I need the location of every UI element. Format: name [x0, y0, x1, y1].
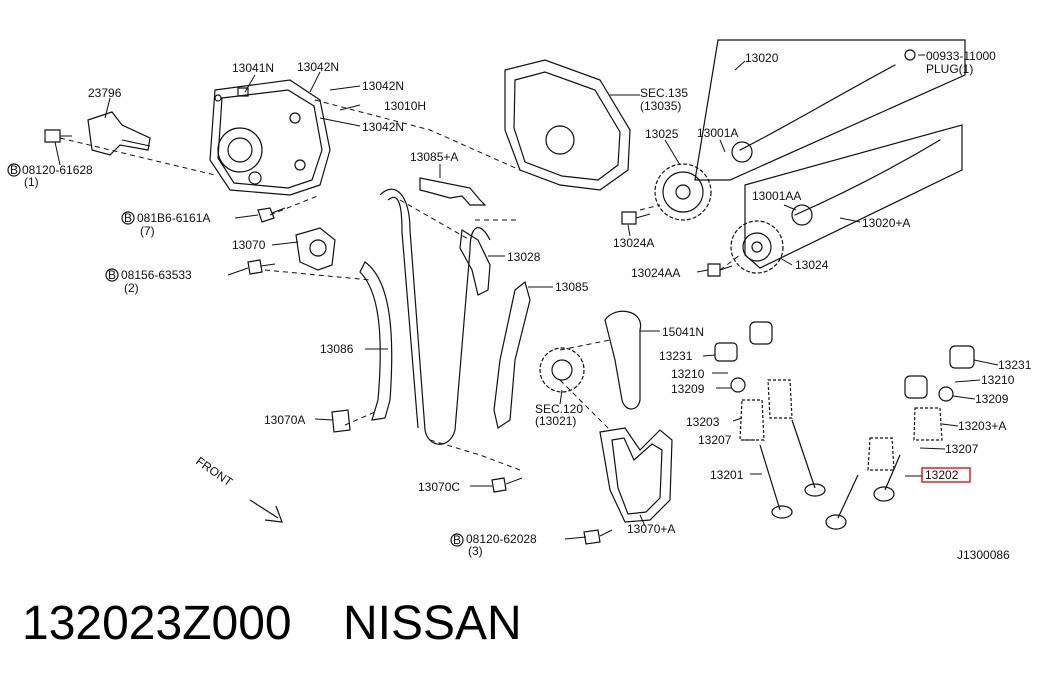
callout-13231-a: 13231 [659, 349, 693, 363]
callout-00933-11000: 00933-11000 [926, 49, 996, 63]
callout-13020: 13020 [745, 51, 779, 65]
callout-08120-61628: 08120-61628 [22, 163, 93, 177]
callout-plug: PLUG(1) [926, 62, 973, 76]
callout-08120-62028: 08120-62028 [466, 532, 537, 546]
front-direction-arrow [249, 499, 283, 523]
lower-chain-guide [599, 427, 673, 523]
callout-13202: 13202 [925, 468, 959, 482]
callout-13042N-a: 13042N [297, 60, 339, 74]
part-number-caption: 132023Z000 [22, 597, 292, 650]
callout-13042N-c: 13042N [362, 120, 404, 134]
callout-13025: 13025 [645, 127, 679, 141]
callout-13028: 13028 [507, 250, 541, 264]
callout-13209-a: 13209 [671, 382, 705, 396]
assembly-guide-lines [59, 99, 741, 471]
callout-13085A: 13085+A [410, 150, 458, 164]
bolt-marker-2: B [124, 211, 132, 225]
callout-sec135: SEC.135 [640, 86, 688, 100]
callout-081B6-qty: (7) [140, 224, 155, 238]
bolt-marker-4: B [453, 533, 461, 547]
sensor-part [87, 111, 151, 156]
callout-13207-a: 13207 [698, 433, 732, 447]
callout-15041N: 15041N [662, 325, 704, 339]
callout-13085: 13085 [555, 280, 589, 294]
chain-tensioner [295, 227, 336, 271]
callout-13070A: 13070A [264, 413, 305, 427]
exploded-parts-diagram: B B B B 23796 13041N 13042N 13042N 13010… [7, 39, 1032, 562]
bolt-markers: B B B B [7, 163, 464, 547]
callout-labels: 23796 13041N 13042N 13042N 13010H 13042N… [22, 49, 1032, 562]
callout-23796: 23796 [88, 86, 122, 100]
callout-13020A: 13020+A [862, 216, 910, 230]
bolts [44, 87, 733, 545]
callout-13203-a: 13203 [686, 415, 720, 429]
callout-13210-b: 13210 [981, 373, 1015, 387]
callout-sec135-ref: (13035) [640, 99, 681, 113]
highlighted-part-box [921, 467, 971, 483]
callout-13231-b: 13231 [998, 358, 1032, 372]
timing-chain [379, 188, 642, 445]
callout-13070: 13070 [232, 238, 266, 252]
callout-13070C: 13070C [418, 480, 460, 494]
callout-08120-61628-qty: (1) [24, 175, 39, 189]
valve-train-left [714, 321, 826, 519]
valve-train-right [825, 345, 975, 530]
chain-guides [359, 177, 531, 429]
callout-13070plusA: 13070+A [627, 522, 675, 536]
camshafts [694, 39, 966, 269]
callout-13024A: 13024A [613, 236, 654, 250]
callout-13001A: 13001A [697, 126, 738, 140]
sprockets [539, 163, 784, 393]
callout-13203A: 13203+A [958, 419, 1006, 433]
callout-13210-a: 13210 [671, 367, 705, 381]
callout-08120-62028-qty: (3) [468, 544, 483, 558]
callout-sec120-ref: (13021) [535, 414, 576, 428]
bolt-marker-1: B [10, 163, 18, 177]
callout-13001AA: 13001AA [752, 189, 801, 203]
callout-081B6-6161A: 081B6-6161A [137, 211, 210, 225]
callout-08156-63533: 08156-63533 [121, 268, 192, 282]
callout-13209-b: 13209 [975, 392, 1009, 406]
callout-13024: 13024 [795, 258, 829, 272]
callout-13024AA: 13024AA [631, 266, 680, 280]
callout-08156-qty: (2) [124, 281, 139, 295]
callout-13086: 13086 [320, 342, 354, 356]
diagram-id: J1300086 [957, 548, 1010, 562]
front-label: FRONT [193, 454, 235, 490]
bolt-marker-3: B [108, 268, 116, 282]
callout-13207-b: 13207 [945, 442, 979, 456]
callout-13042N-b: 13042N [362, 79, 404, 93]
cylinder-head-section [504, 59, 631, 191]
callout-sec120: SEC.120 [535, 402, 583, 416]
callout-13010H: 13010H [384, 99, 426, 113]
brand-caption: NISSAN [343, 597, 522, 650]
front-cover [209, 79, 331, 196]
callout-13201: 13201 [710, 468, 744, 482]
callout-13041N: 13041N [232, 61, 274, 75]
leader-lines [54, 54, 999, 540]
